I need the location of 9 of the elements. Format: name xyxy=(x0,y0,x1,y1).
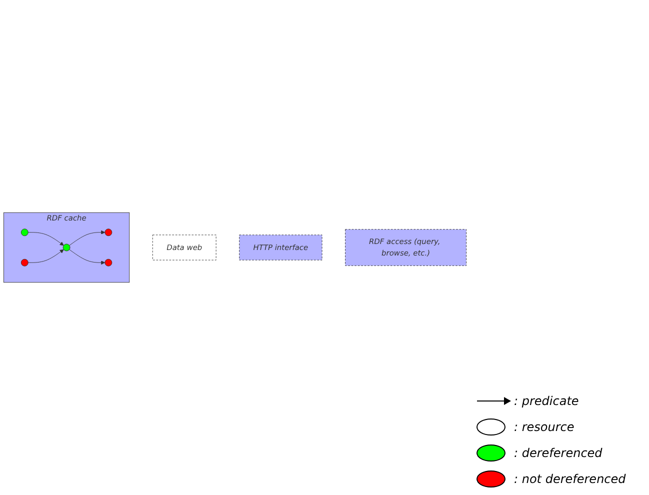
node-circle xyxy=(20,258,28,266)
node-circle xyxy=(104,228,112,236)
node-circle xyxy=(104,258,112,266)
legend-label: : predicate xyxy=(514,394,579,408)
legend-label: : dereferenced xyxy=(514,446,602,460)
node-circle xyxy=(20,228,28,236)
legend-label: : not dereferenced xyxy=(514,472,626,486)
node-circle xyxy=(62,244,70,252)
legend-label: : resource xyxy=(514,420,574,434)
